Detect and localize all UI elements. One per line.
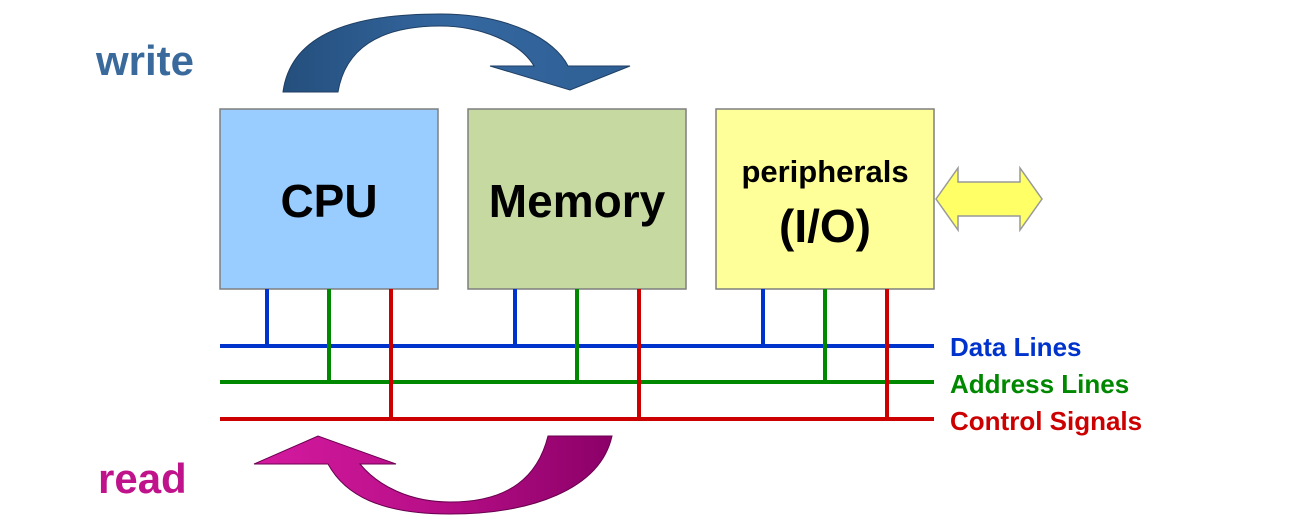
cpu-block bbox=[219, 108, 439, 290]
peripherals-label: peripherals bbox=[741, 154, 908, 189]
control-signals-label: Control Signals bbox=[950, 406, 1142, 436]
write-arrow-icon bbox=[282, 13, 631, 93]
address-lines-label: Address Lines bbox=[950, 369, 1129, 399]
io-label: (I/O) bbox=[779, 200, 871, 252]
write-label: write bbox=[95, 37, 194, 84]
read-arrow-icon bbox=[253, 435, 613, 515]
memory-block bbox=[467, 108, 687, 290]
cpu-label: CPU bbox=[280, 175, 377, 227]
peripherals-block bbox=[715, 108, 935, 290]
data-lines-label: Data Lines bbox=[950, 332, 1082, 362]
read-label: read bbox=[98, 455, 187, 502]
memory-label: Memory bbox=[489, 175, 666, 227]
io-double-arrow-icon bbox=[935, 165, 1043, 233]
